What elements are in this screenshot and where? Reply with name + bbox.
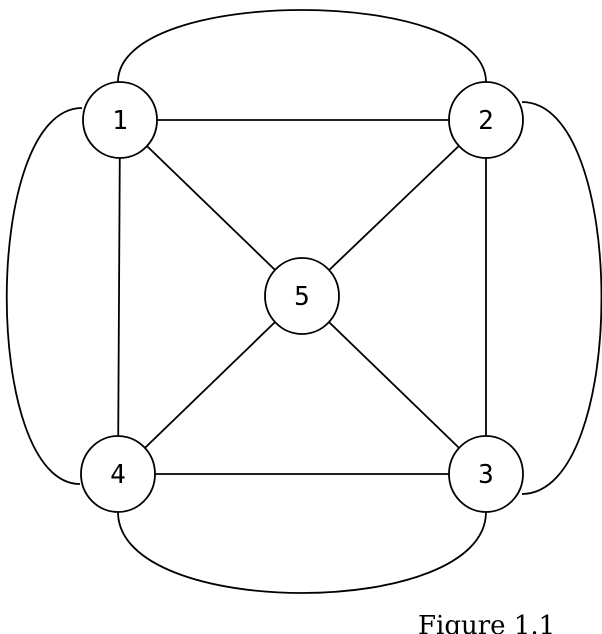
node-2: 2 [448,81,524,159]
edge-4-5 [117,295,303,475]
node-5: 5 [264,257,340,335]
edge-curved-1-2 [117,9,487,83]
edges-layer [5,9,602,594]
node-4-circle [80,435,156,513]
node-4: 4 [80,435,156,513]
edge-2-5 [301,119,487,297]
node-3: 3 [448,435,524,513]
node-1-circle [82,81,158,159]
edge-curved-2-3 [521,101,602,495]
nodes-layer: 1 2 3 4 5 [80,81,524,513]
node-2-label: 2 [478,106,494,136]
edge-1-5 [119,119,303,297]
edge-4-1 [117,119,121,475]
node-5-label: 5 [294,282,310,312]
edge-curved-3-4 [117,511,487,594]
edge-curved-4-1 [5,107,83,485]
node-1: 1 [82,81,158,159]
node-5-circle [264,257,340,335]
edge-3-5 [301,295,487,475]
node-4-label: 4 [110,460,126,490]
node-3-circle [448,435,524,513]
node-1-label: 1 [112,106,128,136]
figure-caption: Figure 1.1 [418,611,555,634]
node-3-label: 3 [478,460,494,490]
node-2-circle [448,81,524,159]
